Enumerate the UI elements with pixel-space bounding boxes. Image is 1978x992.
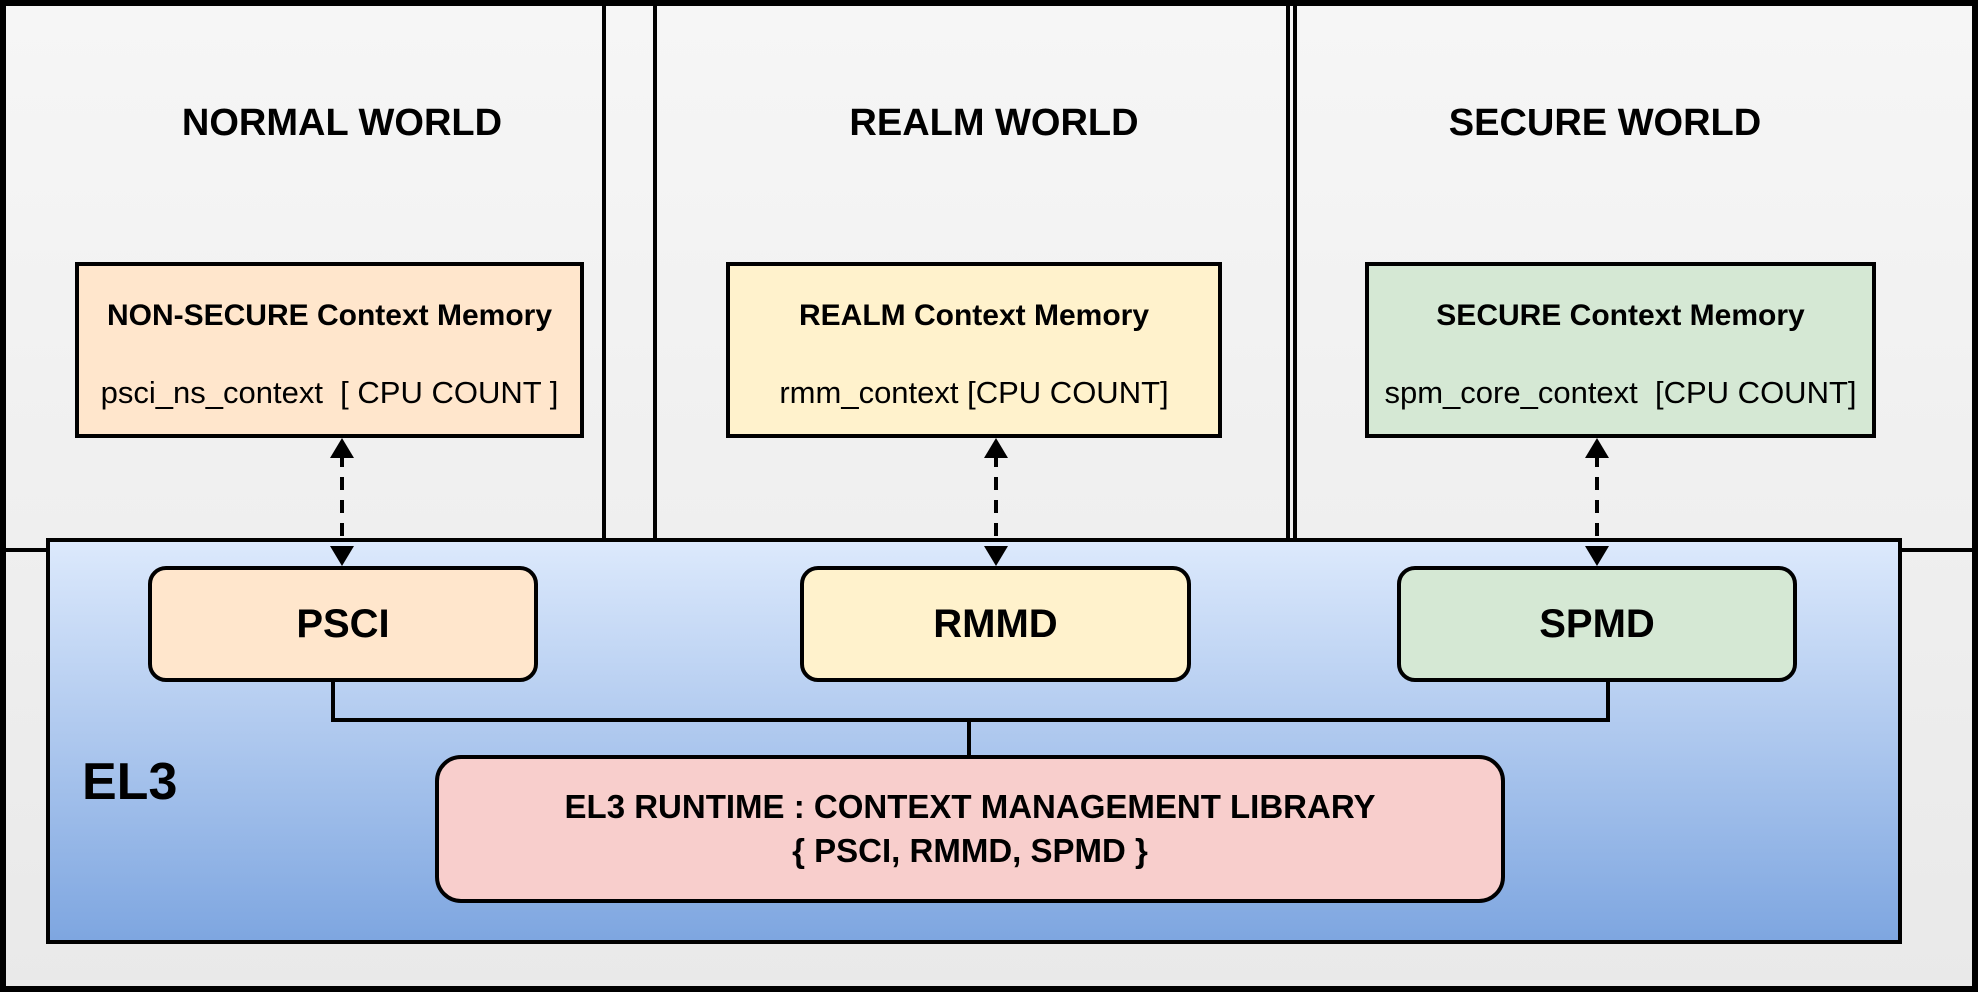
arrowhead-up-icon	[984, 438, 1008, 458]
dashed-line	[1595, 454, 1599, 550]
dashed-line	[994, 454, 998, 550]
el3-runtime-line1: EL3 RUNTIME : CONTEXT MANAGEMENT LIBRARY	[564, 788, 1376, 825]
realm-context-memory-box: REALM Context Memory rmm_context [CPU CO…	[726, 262, 1222, 438]
dashed-line	[340, 454, 344, 550]
realm-world-title: REALM WORLD	[849, 102, 1139, 144]
non-secure-context-memory-detail: psci_ns_context [ CPU COUNT ]	[100, 375, 559, 410]
arrowhead-down-icon	[330, 546, 354, 566]
spmd-label: SPMD	[1539, 601, 1655, 646]
rmmd-label: RMMD	[933, 601, 1058, 646]
realm-memory-rmmd-arrow	[984, 438, 1008, 566]
spmd-box: SPMD	[1397, 566, 1797, 682]
el3-label: EL3	[82, 753, 178, 811]
normal-world-title: NORMAL WORLD	[181, 102, 503, 144]
realm-context-memory-title: REALM Context Memory	[798, 299, 1150, 332]
secure-world-title: SECURE WORLD	[1448, 102, 1762, 144]
psci-box: PSCI	[148, 566, 538, 682]
psci-label: PSCI	[296, 601, 390, 646]
secure-context-memory-detail: spm_core_context [CPU COUNT]	[1384, 375, 1857, 410]
rmmd-box: RMMD	[800, 566, 1191, 682]
secure-memory-spmd-arrow	[1585, 438, 1609, 566]
nonsecure-memory-psci-arrow	[330, 438, 354, 566]
arrowhead-up-icon	[330, 438, 354, 458]
secure-context-memory-box: SECURE Context Memory spm_core_context […	[1365, 262, 1876, 438]
connector-psci-vertical	[331, 680, 335, 722]
realm-context-memory-detail: rmm_context [CPU COUNT]	[779, 375, 1169, 410]
arrowhead-down-icon	[1585, 546, 1609, 566]
connector-runtime-vertical	[967, 720, 971, 757]
el3-runtime-library-box: EL3 RUNTIME : CONTEXT MANAGEMENT LIBRARY…	[435, 755, 1505, 903]
arrowhead-up-icon	[1585, 438, 1609, 458]
secure-context-memory-title: SECURE Context Memory	[1436, 299, 1805, 332]
arrowhead-down-icon	[984, 546, 1008, 566]
connector-spmd-vertical	[1606, 680, 1610, 722]
non-secure-context-memory-box: NON-SECURE Context Memory psci_ns_contex…	[75, 262, 584, 438]
non-secure-context-memory-title: NON-SECURE Context Memory	[106, 299, 553, 332]
el3-runtime-line2: { PSCI, RMMD, SPMD }	[792, 832, 1148, 869]
